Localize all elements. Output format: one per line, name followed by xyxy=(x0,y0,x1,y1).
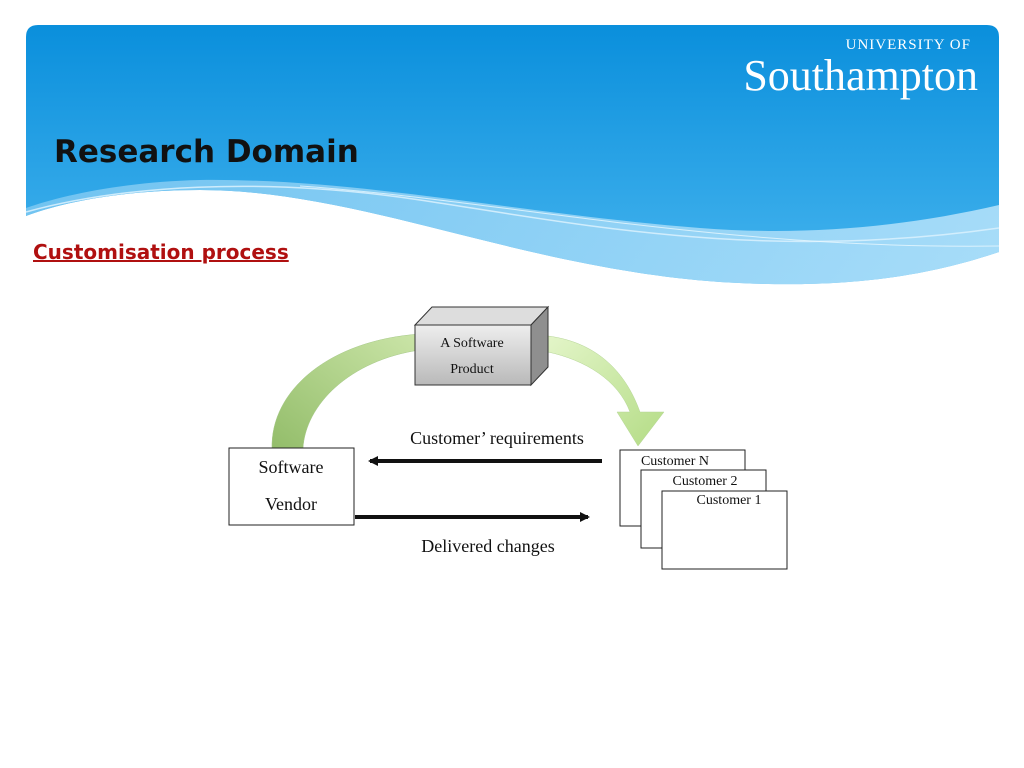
curved-arrow-product-to-customer xyxy=(547,335,665,447)
customer-2-label: Customer 2 xyxy=(673,474,738,489)
header-band xyxy=(26,25,999,285)
header-background xyxy=(25,25,1000,285)
software-vendor-box: Software Vendor xyxy=(228,447,355,526)
curved-arrow-vendor-to-product xyxy=(271,333,421,450)
header-wave-line xyxy=(299,185,1000,247)
changes-label: Delivered changes xyxy=(421,536,554,556)
customer-1-label: Customer 1 xyxy=(697,493,762,508)
product-box-front xyxy=(414,324,532,386)
vendor-label-line2: Vendor xyxy=(265,494,317,514)
customer-n-label: Customer N xyxy=(641,454,709,469)
customer-1-box xyxy=(661,490,788,570)
product-label-line2: Product xyxy=(450,362,494,377)
slide-title: Research Domain xyxy=(54,134,359,170)
vendor-box xyxy=(228,447,355,526)
software-product-box: A Software Product xyxy=(413,305,550,387)
customer-stack: Customer N Customer 2 Customer 1 xyxy=(619,449,788,570)
header-wave-light xyxy=(26,179,999,285)
header-wave-line xyxy=(25,185,1000,243)
university-logo-name: Southampton xyxy=(743,51,978,100)
vendor-label-line1: Software xyxy=(259,457,324,477)
slide-subtitle: Customisation process xyxy=(33,240,289,264)
product-box-top xyxy=(413,306,550,326)
university-of-text: UNIVERSITY OF xyxy=(845,37,971,53)
requirements-label: Customer’ requirements xyxy=(410,428,584,448)
product-label-line1: A Software xyxy=(440,336,503,351)
